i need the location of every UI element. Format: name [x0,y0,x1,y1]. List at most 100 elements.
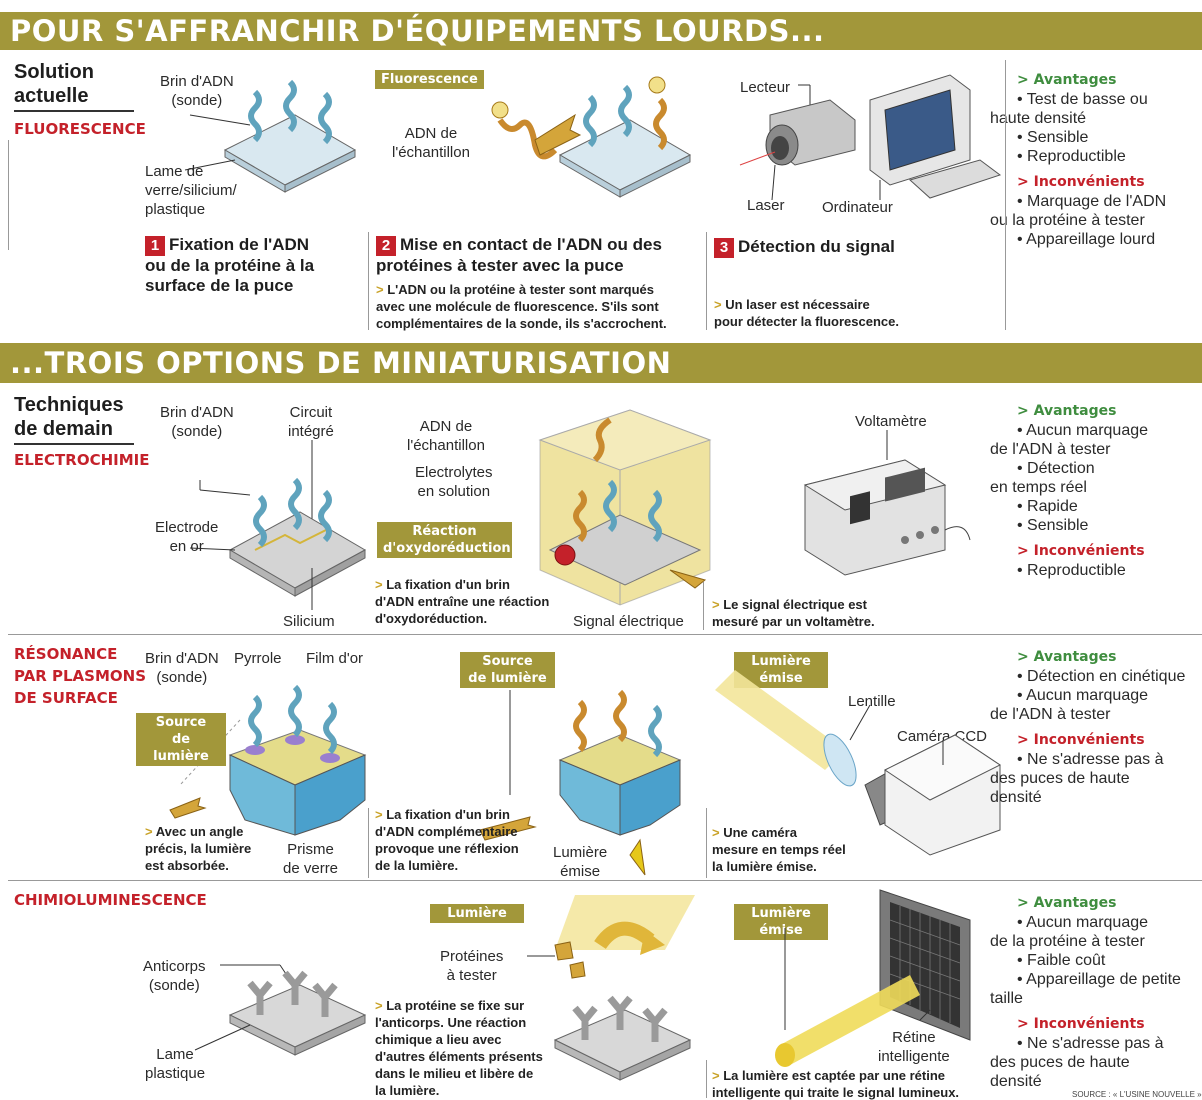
header-line: actuelle [14,85,89,107]
technique-fluorescence: FLUORESCENCE [14,120,146,138]
pros-cons-spr: > Avantages • Détection en cinétique • A… [990,647,1202,807]
chip-hybridization-icon [491,76,692,198]
list-item: en temps réel [990,479,1087,496]
tag-line: Lumière [751,906,811,921]
tag-lumiere: Lumière [430,904,524,923]
list-item: ou la protéine à tester [990,212,1145,229]
header-line: Solution [14,61,94,83]
label-circuit: Circuit intégré [288,403,334,441]
divider [8,880,1202,881]
note-line: l'anticorps. Une réaction [375,1015,527,1030]
avantages-heading: > Avantages [1017,72,1117,88]
avantages-heading: > Avantages [1017,895,1117,911]
tag-line: Réaction [412,524,477,539]
bottom-banner: ...TROIS OPTIONS DE MINIATURISATION [0,343,1202,383]
divider [8,140,9,250]
list-item: de l'ADN à tester [990,441,1111,458]
label-line: plastique [145,201,206,218]
note-line: La protéine se fixe sur [386,998,525,1013]
note-line: la lumière. [375,1083,440,1098]
label-line: intelligente [878,1048,950,1065]
note-line: provoque une réflexion [375,841,519,856]
note-line: Une caméra [723,825,797,840]
note-line: d'ADN complémentaire [375,824,518,839]
tag-fluorescence: Fluorescence [375,70,484,89]
step-number: 1 [145,236,165,256]
label-brin-adn: Brin d'ADN (sonde) [145,649,219,687]
label-line: Lame de [145,163,204,180]
label-retine: Rétine intelligente [878,1028,950,1066]
label-line: (sonde) [148,977,200,994]
tech-line: DE SURFACE [14,689,118,707]
note-line: intelligente qui traite le signal lumine… [712,1085,960,1100]
tag-line: Source [155,715,207,730]
label-proteines: Protéines à tester [440,947,503,985]
inconvenients-heading: > Inconvénients [1017,174,1145,190]
label-line: (sonde) [156,669,208,686]
avantages-heading: > Avantages [1017,403,1117,419]
step-number: 2 [376,236,396,256]
list-item: • Sensible [1017,517,1089,534]
note-line: chimique a lieu avec [375,1032,502,1047]
label-pyrrole: Pyrrole [234,650,282,667]
prism-reflection-icon [479,689,682,876]
note-line: avec une molécule de fluorescence. S'ils… [376,299,659,314]
pros-cons-electrochimie: > Avantages • Aucun marquage de l'ADN à … [990,401,1197,580]
label-line: ADN de [404,125,458,142]
list-item: • Rapide [1017,498,1078,515]
label-line: en or [169,538,204,555]
label-lame-plastique: Lame plastique [145,1045,205,1083]
pros-cons-chimio: > Avantages • Aucun marquage de la proté… [990,893,1197,1091]
list-item: • Aucun marquage [1017,422,1149,439]
note-line: précis, la lumière [145,841,252,856]
list-item: des puces de haute [990,1054,1130,1071]
label-electrode: Electrode en or [155,518,218,556]
tag-line: Lumière [751,654,811,669]
tag-line: Source [482,654,533,669]
list-item: • Marquage de l'ADN [1017,193,1167,210]
list-item: • Détection en cinétique [1017,668,1186,685]
label-line: de verre [283,860,339,877]
label-lame: Lame de verre/silicium/ plastique [145,162,237,219]
technique-chimioluminescence: CHIMIOLUMINESCENCE [14,891,207,909]
list-item: de la protéine à tester [990,933,1145,950]
label-line: l'échantillon [407,437,485,454]
label-line: Electrolytes [415,464,493,481]
list-item: • Faible coût [1017,952,1106,969]
step-text: Mise en contact de l'ADN ou des [400,235,662,254]
tag-source-lumiere: Source de lumière [136,713,226,766]
list-item: • Reproductible [1017,148,1126,165]
spr-note-3: > Une caméra mesure en temps réel la lum… [712,825,846,874]
label-line: Brin d'ADN [145,650,219,667]
label-line: Brin d'ADN [160,73,234,90]
list-item: • Aucun marquage [1017,687,1149,704]
top-banner: POUR S'AFFRANCHIR D'ÉQUIPEMENTS LOURDS..… [0,12,1202,50]
step-text: protéines à tester avec la puce [376,256,624,275]
note-line: Un laser est nécessaire [725,297,870,312]
label-brin-adn: Brin d'ADN (sonde) [160,403,234,441]
technique-electrochimie: ELECTROCHIMIE [14,451,150,469]
list-item: • Aucun marquage [1017,914,1149,931]
note-line: la lumière émise. [712,859,817,874]
note-line: La fixation d'un brin [386,807,510,822]
list-item: • Sensible [1017,129,1089,146]
spr-note-1: > Avec un angle précis, la lumière est a… [145,824,252,873]
label-line: Electrode [155,519,219,536]
list-item: • Reproductible [1017,562,1126,579]
tech-line: PAR PLASMONS [14,667,146,685]
tag-line: de lumière [468,671,547,686]
section-header: Solution actuelle [14,60,134,112]
voltmeter-icon [803,430,971,576]
list-item: taille [990,990,1023,1007]
list-item: • Appareillage lourd [1017,231,1156,248]
label-lumiere-emise: Lumière émise [553,843,607,881]
tag-source-lumiere: Source de lumière [460,652,555,688]
label-silicium: Silicium [283,613,335,630]
inconvenients-heading: > Inconvénients [1017,1016,1145,1032]
step-text: ou de la protéine à la [145,256,315,275]
step-number: 3 [714,238,734,258]
list-item: densité [990,789,1042,806]
header-line: de demain [14,418,113,440]
